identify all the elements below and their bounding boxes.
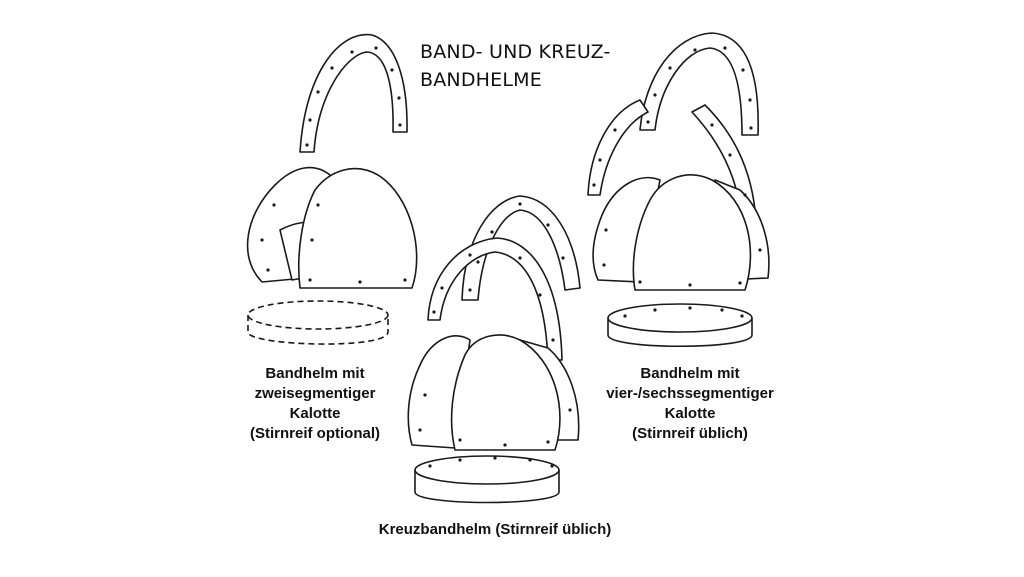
right-helmet [587,32,770,348]
left-segment-front [297,167,418,289]
caption-right-line-2: vier-/sechssegmentiger [606,385,774,402]
right-band-left [587,99,649,196]
caption-left-line-4: (Stirnreif optional) [250,425,380,442]
right-band-main [639,32,759,136]
caption-left-line-3: Kalotte [289,405,341,422]
middle-brow-band-top [414,455,560,485]
caption-middle-helmet: Kreuzbandhelm (Stirnreif üblich) [360,520,630,540]
caption-left-helmet: Bandhelm mit zweisegmentiger Kalotte (St… [230,364,400,444]
right-brow-band-bottom [607,318,753,348]
middle-brow-band-bottom [414,470,560,504]
caption-left-line-1: Bandhelm mit [265,365,365,382]
left-brow-band-top [247,300,389,330]
middle-segment-front [450,334,561,451]
left-brow-band-bottom [247,315,389,345]
right-segment-front [632,174,752,291]
caption-right-helmet: Bandhelm mit vier-/sechssegmentiger Kalo… [590,364,790,444]
middle-helmet [407,195,581,504]
title-line-1: BAND- UND KREUZ- [420,41,611,63]
diagram-title: BAND- UND KREUZ- BANDHELME [420,38,611,94]
caption-left-line-2: zweisegmentiger [254,385,376,402]
left-band-strap [299,33,408,153]
caption-bottom-line-1: Kreuzbandhelm (Stirnreif üblich) [378,521,612,538]
caption-right-line-1: Bandhelm mit [640,365,740,382]
left-helmet [246,33,418,345]
right-brow-band-top [607,303,753,333]
middle-band-back [461,195,581,301]
title-line-2: BANDHELME [420,69,542,91]
caption-right-line-4: (Stirnreif üblich) [632,425,748,442]
middle-band-cross [427,237,563,361]
caption-right-line-3: Kalotte [664,405,716,422]
